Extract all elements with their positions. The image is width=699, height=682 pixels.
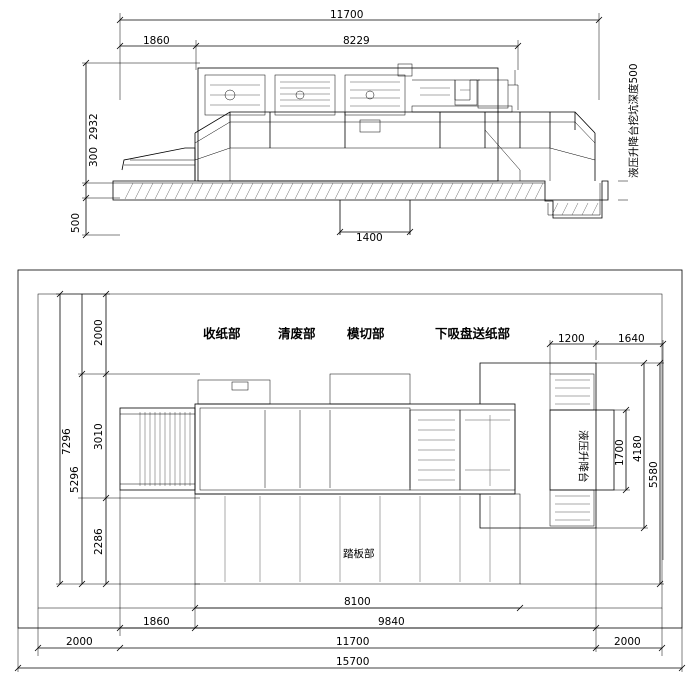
dim-plan-machine-length: 9840 [378, 616, 405, 628]
dim-total-length: 11700 [330, 9, 363, 21]
section-operation: 踏板部 [343, 547, 375, 560]
dim-room-depth: 7296 [61, 428, 73, 455]
dim-delivery-offset: 1860 [143, 616, 170, 628]
platform-railings [194, 111, 596, 181]
section-feeder: 下吸盘送纸部 [435, 326, 511, 341]
dim-room-length: 15700 [336, 656, 369, 668]
dim-feeder-offset: 1860 [143, 35, 170, 47]
dim-right-clearance: 2000 [614, 636, 641, 648]
walkway [194, 493, 521, 585]
dim-pit-width: 1400 [356, 232, 383, 244]
dim-lift-length: 1640 [618, 333, 645, 345]
dim-lift-area-width: 4180 [632, 435, 644, 462]
section-delivery: 收纸部 [203, 326, 241, 341]
dim-depth-inner: 5296 [69, 466, 81, 493]
base-hatch [124, 182, 599, 216]
lift-table [549, 409, 615, 491]
dim-total-depth-right: 5580 [648, 461, 660, 488]
pit-depth-note: 液压升降台挖坑深度500 [627, 63, 640, 178]
machine-body [194, 403, 516, 495]
dim-walkway-length: 8100 [344, 596, 371, 608]
side-view: 11700 1860 8229 2932 300 500 1400 [70, 9, 640, 244]
delivery-conveyor [119, 407, 196, 491]
dim-height: 2932 [88, 113, 100, 140]
dim-pit-depth: 500 [70, 213, 82, 233]
dim-machine-length: 8229 [343, 35, 370, 47]
dim-left-clearance: 2000 [66, 636, 93, 648]
dim-upper-clearance: 2000 [93, 319, 105, 346]
dim-lift-width: 1700 [614, 439, 626, 466]
dim-platform-height: 300 [88, 147, 100, 167]
dim-lift-offset: 1200 [558, 333, 585, 345]
dim-lower-clearance: 2286 [93, 528, 105, 555]
plan-view: 收纸部 清废部 模切部 下吸盘送纸部 7296 2000 5296 3010 2… [14, 269, 686, 672]
dim-plan-total-length: 11700 [336, 636, 369, 648]
section-die-cutting: 模切部 [347, 326, 385, 341]
dim-machine-width: 3010 [93, 423, 105, 450]
machine-side-body [121, 63, 519, 182]
lift-table-label: 液压升降台 [577, 430, 590, 483]
section-stripping: 清废部 [278, 326, 316, 341]
